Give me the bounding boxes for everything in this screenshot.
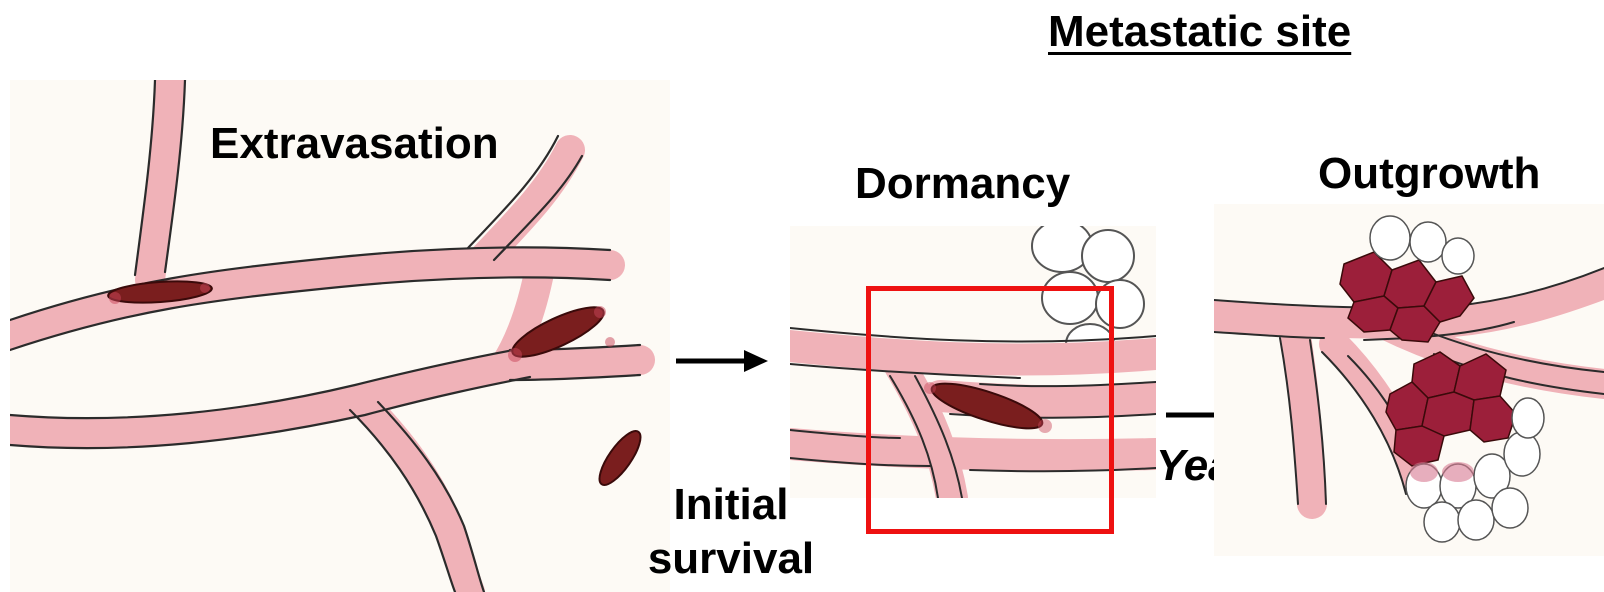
outgrowth-panel (1214, 204, 1604, 556)
dormancy-label: Dormancy (855, 162, 1070, 206)
extravasation-label: Extravasation (210, 122, 499, 166)
dormancy-highlight-box (866, 286, 1114, 534)
arrow-right-icon (676, 350, 768, 372)
initial-survival-line1: Initial (674, 480, 789, 529)
initial-survival-line2: survival (648, 534, 814, 583)
blood-vessel-icon (1214, 204, 1604, 556)
outgrowth-label: Outgrowth (1318, 152, 1540, 196)
page-title: Metastatic site (1048, 10, 1351, 54)
